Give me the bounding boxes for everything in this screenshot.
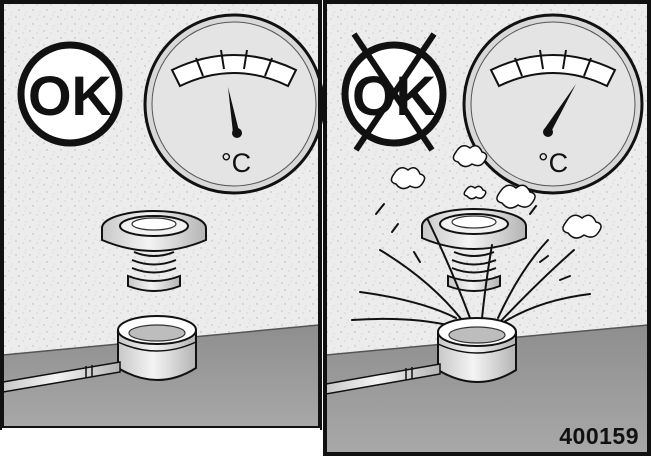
gauge-needle: [545, 84, 576, 132]
filler-neck-icon: [2, 315, 197, 393]
filler-neck-icon: [325, 317, 517, 395]
temperature-gauge-icon: °C: [143, 13, 325, 195]
ok-stamp-label: OK: [28, 64, 112, 127]
gauge-unit: °C: [538, 148, 568, 178]
steam-cloud-icon: [390, 145, 602, 239]
temperature-gauge-icon: °C: [462, 13, 644, 195]
ok-stamp: OK: [17, 41, 123, 147]
coolant-spray: [351, 203, 591, 327]
radiator-cap-icon: [101, 210, 207, 292]
panel-right-frame: [323, 0, 651, 456]
crossed-ok-stamp: OK: [341, 32, 447, 152]
panel-right: OK °C: [325, 3, 649, 453]
figure-id: 400159: [559, 423, 639, 449]
gauge-needle: [228, 87, 239, 133]
gauge-unit: °C: [221, 148, 251, 178]
floor: [326, 325, 648, 453]
panel-left: OK °C: [2, 3, 325, 427]
